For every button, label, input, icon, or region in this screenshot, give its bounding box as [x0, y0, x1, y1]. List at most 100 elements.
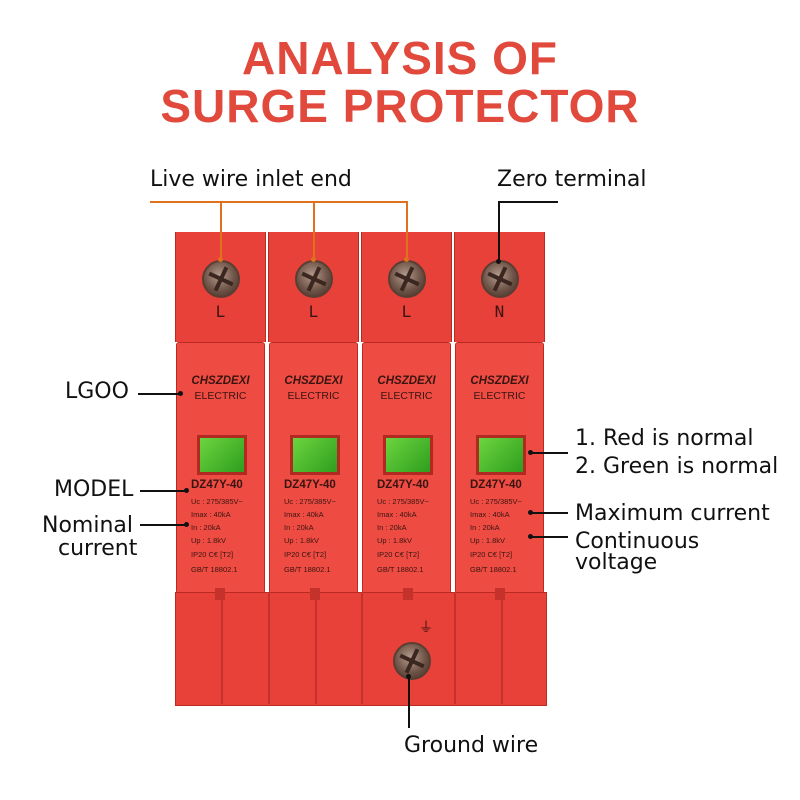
status-indicator-window	[197, 435, 247, 475]
leader-dot	[528, 510, 533, 515]
terminal-label: L	[401, 302, 412, 321]
spec-ip: IP20 C€ [T2]	[470, 550, 513, 559]
brand-sub: ELECTRIC	[473, 390, 526, 402]
din-clip	[215, 588, 225, 600]
leader-dot	[496, 259, 501, 264]
callout-continuous-line2: voltage	[575, 550, 658, 575]
leader-dot	[178, 391, 183, 396]
callout-indicator-green: 2. Green is normal	[575, 454, 779, 479]
callout-logo: LGOO	[65, 379, 129, 404]
spec-in: In : 20kA	[284, 523, 314, 532]
callout-zero-terminal: Zero terminal	[497, 167, 647, 192]
live-wire-leader-drop-2	[313, 201, 315, 259]
terminal-screw-icon	[388, 260, 426, 298]
spec-ip: IP20 C€ [T2]	[377, 550, 420, 559]
leader-dot	[184, 488, 189, 493]
leader-dot	[218, 257, 223, 262]
base-groove	[268, 592, 270, 704]
zero-terminal-leader	[498, 201, 558, 203]
brand-sub: ELECTRIC	[287, 390, 340, 402]
spec-in: In : 20kA	[470, 523, 500, 532]
spec-standard: GB/T 18802.1	[470, 565, 517, 574]
callout-continuous-line1: Continuous	[575, 529, 700, 554]
continuous-leader	[530, 536, 568, 538]
protector-module-3: CHSZDEXI ELECTRIC DZ47Y-40 Uc : 275/385V…	[362, 342, 451, 594]
model-number: DZ47Y-40	[284, 479, 336, 491]
brand-logo: CHSZDEXI	[284, 375, 343, 387]
terminal-label: L	[308, 302, 319, 321]
live-wire-leader-drop-1	[220, 201, 222, 259]
spec-uc: Uc : 275/385V~	[284, 497, 336, 506]
spec-in: In : 20kA	[191, 523, 221, 532]
terminal-label: L	[215, 302, 226, 321]
leader-dot	[311, 257, 316, 262]
model-leader	[140, 490, 186, 492]
leader-dot	[528, 450, 533, 455]
leader-dot	[404, 257, 409, 262]
callout-indicator-red: 1. Red is normal	[575, 426, 754, 451]
callout-nominal-line1: Nominal	[42, 513, 133, 538]
zero-terminal-leader-drop	[498, 201, 500, 261]
brand-logo: CHSZDEXI	[191, 375, 250, 387]
brand-logo: CHSZDEXI	[377, 375, 436, 387]
base-groove	[315, 592, 317, 704]
spec-up: Up : 1.8kV	[470, 536, 506, 545]
terminal-label: N	[494, 302, 505, 321]
callout-max-current: Maximum current	[575, 501, 770, 526]
din-clip	[403, 588, 413, 600]
leader-dot	[184, 522, 189, 527]
terminal-screw-icon	[202, 260, 240, 298]
base-groove	[361, 592, 363, 704]
logo-leader	[138, 393, 180, 395]
model-number: DZ47Y-40	[377, 479, 429, 491]
spec-uc: Uc : 275/385V~	[377, 497, 429, 506]
spec-standard: GB/T 18802.1	[191, 565, 238, 574]
status-indicator-window	[476, 435, 526, 475]
din-clip	[495, 588, 505, 600]
terminal-screw-icon	[481, 260, 519, 298]
status-indicator-window	[290, 435, 340, 475]
spec-ip: IP20 C€ [T2]	[191, 550, 234, 559]
callout-nominal-line2: current	[58, 536, 138, 561]
spec-imax: Imax : 40kA	[377, 510, 417, 519]
callout-live-wire: Live wire inlet end	[150, 167, 352, 192]
protector-module-2: CHSZDEXI ELECTRIC DZ47Y-40 Uc : 275/385V…	[269, 342, 358, 594]
spec-ip: IP20 C€ [T2]	[284, 550, 327, 559]
protector-module-4: CHSZDEXI ELECTRIC DZ47Y-40 Uc : 275/385V…	[455, 342, 544, 594]
brand-sub: ELECTRIC	[194, 390, 247, 402]
spec-up: Up : 1.8kV	[284, 536, 320, 545]
spec-in: In : 20kA	[377, 523, 407, 532]
terminal-block-2: L	[268, 232, 359, 342]
live-wire-leader-drop-3	[406, 201, 408, 259]
leader-dot	[406, 674, 411, 679]
spec-up: Up : 1.8kV	[377, 536, 413, 545]
spec-up: Up : 1.8kV	[191, 536, 227, 545]
surge-protector-device: L L L N CHSZDEXI ELECTRIC DZ47Y-40 Uc : …	[175, 232, 547, 706]
base-groove	[454, 592, 456, 704]
callout-model: MODEL	[54, 477, 134, 502]
terminal-screw-icon	[295, 260, 333, 298]
callout-ground-wire: Ground wire	[404, 733, 539, 758]
base-groove	[221, 592, 223, 704]
din-clip	[310, 588, 320, 600]
spec-imax: Imax : 40kA	[284, 510, 324, 519]
model-number: DZ47Y-40	[191, 479, 243, 491]
model-number: DZ47Y-40	[470, 479, 522, 491]
spec-imax: Imax : 40kA	[191, 510, 231, 519]
spec-uc: Uc : 275/385V~	[470, 497, 522, 506]
indicator-leader	[530, 452, 568, 454]
title-line-2: SURGE PROTECTOR	[160, 80, 640, 132]
title-line-1: ANALYSIS OF	[241, 32, 559, 84]
protector-module-1: CHSZDEXI ELECTRIC DZ47Y-40 Uc : 275/385V…	[176, 342, 265, 594]
nominal-leader	[140, 524, 186, 526]
brand-logo: CHSZDEXI	[470, 375, 529, 387]
live-wire-leader	[150, 201, 408, 203]
status-indicator-window	[383, 435, 433, 475]
spec-uc: Uc : 275/385V~	[191, 497, 243, 506]
brand-sub: ELECTRIC	[380, 390, 433, 402]
spec-standard: GB/T 18802.1	[377, 565, 424, 574]
leader-dot	[528, 534, 533, 539]
spec-standard: GB/T 18802.1	[284, 565, 331, 574]
ground-symbol-icon: ⏚	[419, 620, 433, 636]
max-current-leader	[530, 512, 568, 514]
